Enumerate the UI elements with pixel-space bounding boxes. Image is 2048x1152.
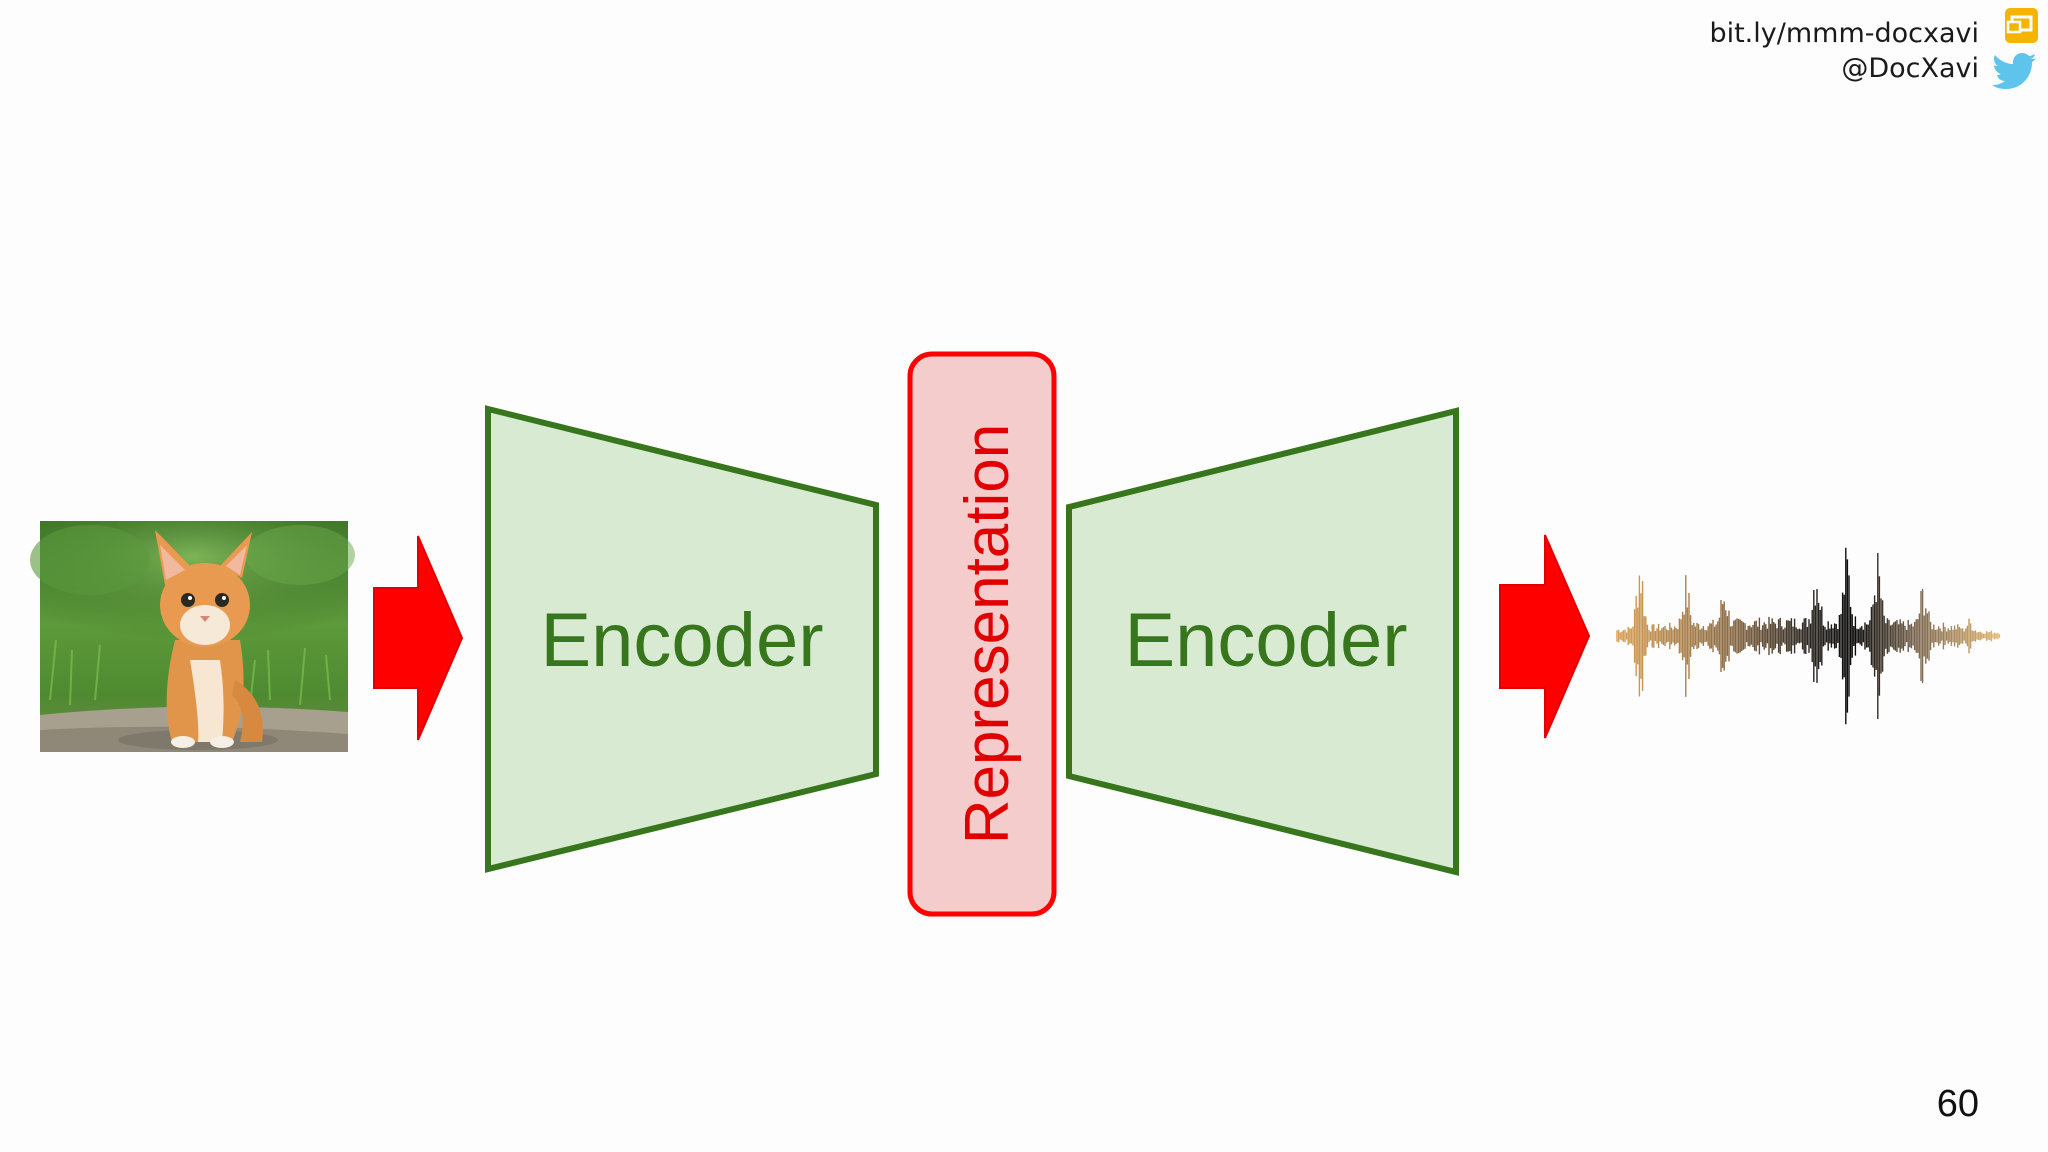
left-encoder-label: Encoder (540, 598, 823, 683)
right-encoder-block (1066, 407, 1459, 876)
output-arrow (1499, 534, 1591, 739)
google-slides-icon[interactable] (2005, 8, 2038, 43)
right-encoder-label: Encoder (1124, 598, 1407, 683)
output-audio-waveform (1616, 547, 2001, 725)
input-arrow (373, 535, 464, 741)
input-kitten-image (30, 521, 355, 752)
representation-label: Representation (953, 424, 1022, 845)
representation-block (907, 351, 1057, 917)
left-encoder-block (485, 405, 879, 873)
header-handle-text[interactable]: @DocXavi (1841, 53, 1979, 84)
page-number: 60 (1936, 1083, 1979, 1125)
twitter-bird-icon[interactable] (1992, 53, 2037, 89)
header-link-text[interactable]: bit.ly/mmm-docxavi (1709, 18, 1979, 49)
